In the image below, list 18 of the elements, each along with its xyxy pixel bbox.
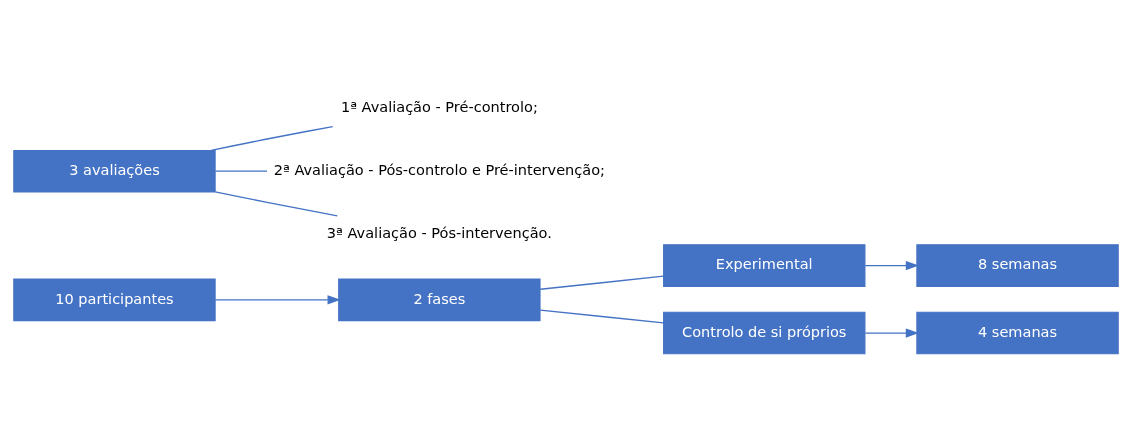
- node-box: 8 semanas: [916, 244, 1119, 287]
- connector: [214, 191, 338, 217]
- node-box: 2 fases: [338, 278, 541, 322]
- node-text: 3ª Avaliação - Pós-intervenção.: [326, 225, 552, 242]
- connector: [214, 170, 268, 172]
- arrow: [214, 295, 341, 305]
- arrow: [864, 261, 919, 271]
- node-box: Controlo de si próprios: [663, 311, 866, 355]
- node-text: 1ª Avaliação - Pré-controlo;: [340, 98, 538, 115]
- connector: [210, 125, 334, 152]
- node-text: 2ª Avaliação - Pós-controlo e Pré-intervenção;: [273, 162, 605, 178]
- node-box: Experimental: [663, 244, 866, 287]
- node-box: 10 participantes: [13, 278, 216, 322]
- node-box: 4 semanas: [916, 311, 1119, 355]
- node-box: 3 avaliações: [13, 149, 216, 193]
- arrow: [864, 328, 919, 338]
- connector: [539, 275, 665, 290]
- connector: [539, 309, 665, 324]
